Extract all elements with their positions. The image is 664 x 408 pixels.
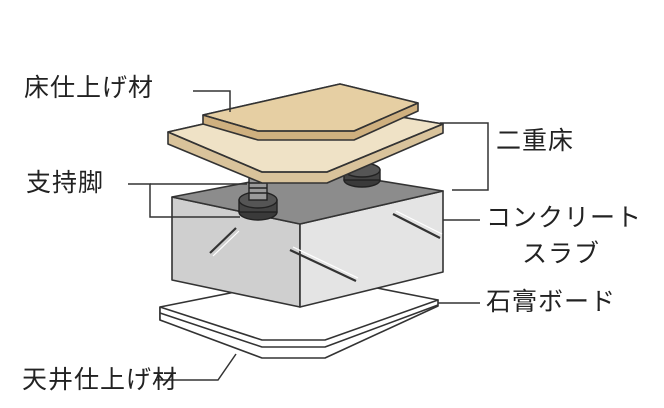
support-leg-front bbox=[238, 177, 278, 221]
floor-finish-board bbox=[202, 83, 419, 141]
concrete-slab bbox=[171, 169, 444, 308]
label-concrete-slab-1: コンクリート bbox=[486, 203, 643, 232]
ceiling-board bbox=[159, 275, 439, 359]
label-support-leg: 支持脚 bbox=[26, 168, 105, 197]
label-gypsum-board: 石膏ボード bbox=[486, 287, 617, 316]
leader-lines bbox=[128, 90, 489, 381]
label-ceiling-finish: 天井仕上げ材 bbox=[22, 365, 179, 394]
label-floor-finish: 床仕上げ材 bbox=[24, 73, 155, 102]
label-concrete-slab-2: スラブ bbox=[522, 239, 601, 268]
label-double-floor: 二重床 bbox=[496, 126, 575, 155]
